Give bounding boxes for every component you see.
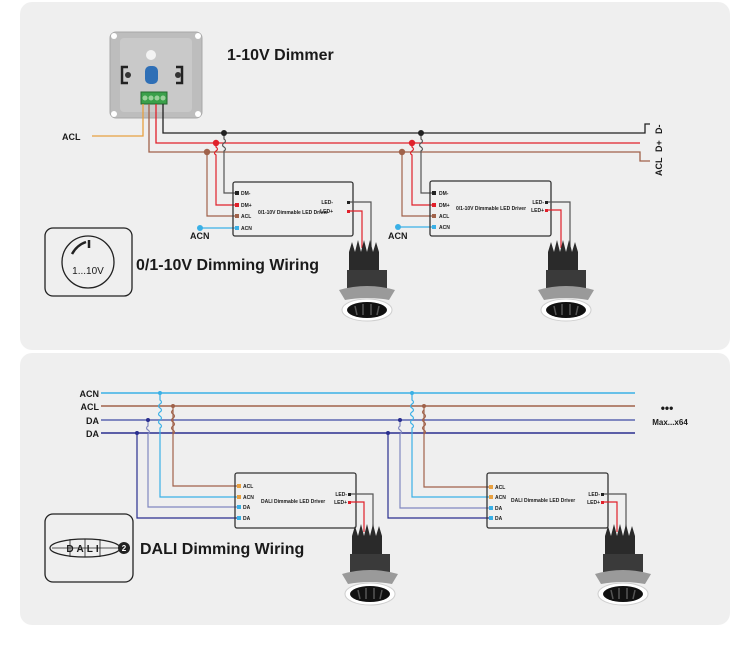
section-heading-1010v: 0/1-10V Dimming Wiring (136, 257, 319, 274)
driver-input: ACL (495, 485, 505, 491)
driver-input: ACN (495, 495, 506, 501)
driver-input: ACN (241, 226, 252, 232)
acn-label: ACN (190, 231, 210, 241)
dimmer-title: 1-10V Dimmer (227, 47, 334, 64)
driver-output: LED+ (531, 208, 544, 214)
section-heading-dali: DALI Dimming Wiring (140, 541, 304, 558)
bus-wires-1010v (92, 104, 650, 162)
downlight-icon (594, 523, 652, 606)
bus-label-acn: ACN (80, 389, 100, 399)
badge-1010v: 1...10V (44, 227, 133, 297)
driver-1010v-2: DM- DM+ ACL ACN 0/1-10V Dimmable LED Dri… (388, 130, 571, 248)
driver-output: LED- (532, 200, 544, 206)
downlight-icon (338, 239, 396, 322)
driver-input: ACN (243, 495, 254, 501)
badge-dali: DALI 2 (44, 513, 134, 583)
driver-dali-1: ACL ACN DA DA DALI Dimmable LED Driver L… (135, 391, 374, 532)
driver-output: LED- (321, 200, 333, 206)
driver-input: DA (495, 516, 503, 522)
driver-name: DALI Dimmable LED Driver (511, 498, 575, 504)
bus-label-d-plus: D+ (654, 140, 664, 152)
downlight-icon (341, 523, 399, 606)
svg-text:DM-: DM- (241, 191, 251, 197)
acl-input-label: ACL (62, 132, 81, 142)
badge-suffix: 2 (122, 544, 127, 553)
acn-label: ACN (388, 231, 408, 241)
bus-label-acl: ACL (81, 402, 100, 412)
driver-input: DM+ (241, 203, 252, 209)
driver-output: LED+ (320, 209, 333, 215)
bus-label-da-2: DA (86, 429, 99, 439)
driver-output: LED+ (587, 500, 600, 506)
driver-input: DM- (439, 191, 449, 197)
dimmer-module (109, 31, 203, 119)
driver-input: DA (495, 506, 503, 512)
driver-1010v-1: DM- DM+ ACL ACN 0/1-10V Dimmable LED Dri… (190, 130, 372, 248)
bus-label-da-1: DA (86, 416, 99, 426)
driver-name: 0/1-10V Dimmable LED Driver (456, 206, 526, 212)
driver-output: LED- (588, 492, 600, 498)
driver-input: DA (243, 516, 251, 522)
badge-text: DALI (66, 544, 101, 555)
driver-input: ACL (243, 484, 253, 490)
downlight-icon (537, 239, 595, 322)
driver-input: ACN (439, 225, 450, 231)
driver-name: DALI Dimmable LED Driver (261, 499, 325, 505)
driver-input: DA (243, 505, 251, 511)
driver-input: ACL (439, 214, 449, 220)
bus-label-d-minus: D- (654, 125, 664, 135)
driver-output: LED- (335, 492, 347, 498)
dali-2-logo-icon: DALI 2 (49, 538, 130, 558)
driver-output: LED+ (334, 500, 347, 506)
driver-dali-2: ACL ACN DA DA DALI Dimmable LED Driver L… (386, 391, 627, 532)
driver-input: DM+ (439, 203, 450, 209)
badge-text: 1...10V (72, 266, 104, 277)
more-indicator: ••• (661, 401, 674, 415)
bus-wires-dali (101, 392, 635, 434)
max-devices-label: Max...x64 (652, 418, 688, 427)
driver-name: 0/1-10V Dimmable LED Driver (258, 210, 328, 216)
bus-label-acl: ACL (654, 157, 664, 176)
1-10v-knob-icon (61, 235, 115, 289)
driver-input: ACL (241, 214, 251, 220)
